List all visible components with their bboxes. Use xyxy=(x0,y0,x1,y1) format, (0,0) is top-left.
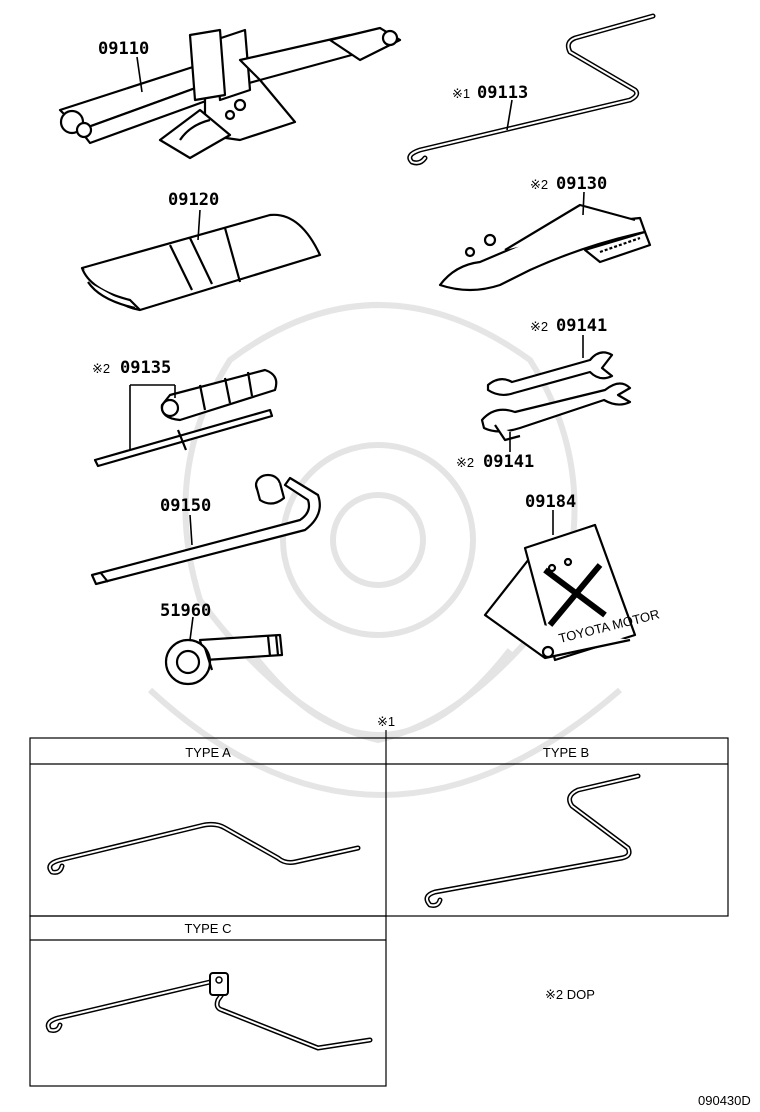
part-number-towing-eye: 51960 xyxy=(160,601,211,621)
pliers-drawing xyxy=(438,203,652,292)
towing-eye-drawing xyxy=(164,633,284,686)
note-mark-screwdriver: ※2 xyxy=(92,361,110,376)
part-number-wrench-lower: 09141 xyxy=(483,452,534,472)
type-b-label: TYPE B xyxy=(543,745,589,760)
type-c-label: TYPE C xyxy=(185,921,232,936)
part-number-lug-wrench: 09150 xyxy=(160,496,211,516)
part-number-tool-bag: 09120 xyxy=(168,190,219,210)
footnote-dop: ※2 DOP xyxy=(545,987,595,1002)
part-number-triangle: 09184 xyxy=(525,492,576,512)
type-a-handle-drawing xyxy=(47,821,361,875)
part-number-wrench-upper: 09141 xyxy=(556,316,607,336)
watermark-emblem xyxy=(147,302,622,798)
part-number-screwdriver: 09135 xyxy=(120,358,171,378)
jack-handle-drawing xyxy=(407,13,656,166)
warning-triangle-drawing xyxy=(483,523,637,662)
part-number-jack: 09110 xyxy=(98,39,149,59)
types-table xyxy=(29,737,729,1087)
part-number-pliers: 09130 xyxy=(556,174,607,194)
jack-drawing xyxy=(58,26,402,160)
diagram-code: 090430D xyxy=(698,1093,751,1108)
screwdriver-drawing xyxy=(93,368,278,468)
note-mark-pliers: ※2 xyxy=(530,177,548,192)
types-header-mark: ※1 xyxy=(377,714,395,729)
wrench-upper-drawing xyxy=(486,351,614,397)
note-mark-wrench-upper: ※2 xyxy=(530,319,548,334)
note-mark-handle: ※1 xyxy=(452,86,470,101)
wrench-lower-drawing xyxy=(480,382,632,442)
type-a-label: TYPE A xyxy=(185,745,231,760)
type-b-handle-drawing xyxy=(424,773,641,908)
tool-bag-drawing xyxy=(80,213,322,312)
part-number-handle: 09113 xyxy=(477,83,528,103)
lug-wrench-drawing xyxy=(90,473,321,586)
type-c-handle-drawing xyxy=(45,972,373,1051)
note-mark-wrench-lower: ※2 xyxy=(456,455,474,470)
